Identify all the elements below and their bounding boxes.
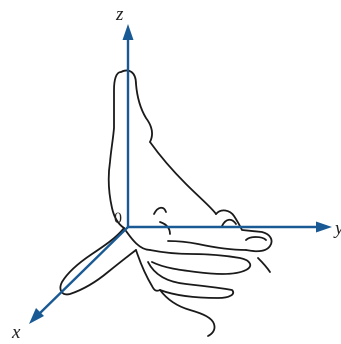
wrist-outline [60,228,136,294]
index-finger-top [216,210,272,251]
z-axis-label: z [115,4,124,25]
right-hand-rule-icon [60,71,271,337]
x-axis-label: x [11,322,21,343]
index-knuckle [222,220,236,226]
index-finger-bottom [168,241,246,250]
thumb-outline [109,72,124,228]
hand-back-outline [150,142,216,214]
axes [29,24,332,324]
thumb-right-edge [121,71,152,143]
knuckle-crease-1 [154,208,166,214]
palm-outline [124,228,150,250]
finger-tip-crease [258,258,270,272]
index-nail [246,237,266,240]
x-axis-line [38,227,128,315]
y-axis-label: y [333,218,341,239]
ring-finger-curl [148,262,233,298]
middle-finger-curl [150,250,250,274]
z-axis-arrowhead [123,24,134,40]
y-axis-arrowhead [316,222,332,233]
origin-label: 0 [114,210,122,227]
wrist-lower [136,250,160,291]
